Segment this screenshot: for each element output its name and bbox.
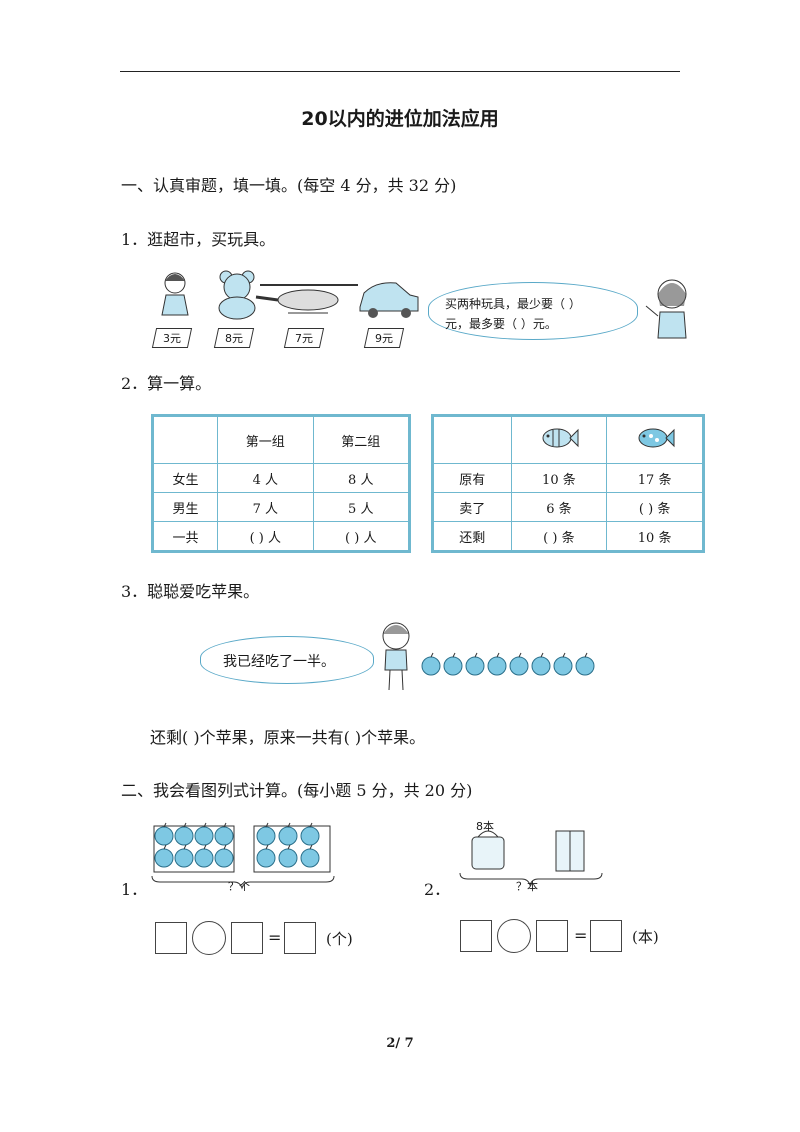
section2-heading: 二、我会看图列式计算。(每小题 5 分，共 20 分) — [121, 781, 473, 800]
q3-question: 还剩( )个苹果，原来一共有( )个苹果。 — [150, 728, 426, 747]
table-row: 第一组 第二组 — [152, 416, 410, 464]
equals-sign: = — [574, 926, 588, 945]
speech-bubble: 买两种玩具，最少要（ ） 元，最多要（ ）元。 — [428, 282, 638, 340]
apple-icon — [194, 844, 214, 868]
toy-car-icon — [359, 282, 419, 318]
brace-label: ？本 — [516, 880, 538, 893]
operator-circle[interactable] — [192, 921, 226, 955]
apple-icon — [487, 652, 507, 676]
doll-icon — [161, 272, 189, 316]
page-number: 2/ 7 — [386, 1036, 414, 1051]
book-count-label: 8本 — [476, 820, 494, 833]
answer-box[interactable] — [284, 922, 316, 954]
section1-heading: 一、认真审题，填一填。(每空 4 分，共 32 分) — [121, 176, 457, 195]
problem2-number: 2． — [424, 880, 451, 899]
apple-icon — [300, 822, 320, 846]
answer-box[interactable] — [231, 922, 263, 954]
page-title: 20以内的进位加法应用 — [301, 108, 499, 130]
operator-circle[interactable] — [497, 919, 531, 953]
table-row: 一共( ) 人( ) 人 — [152, 521, 410, 551]
toys-illustration — [161, 270, 419, 320]
unit-label: (个) — [326, 930, 353, 948]
answer-box[interactable] — [155, 922, 187, 954]
q2-label: 2．算一算。 — [121, 374, 212, 393]
helicopter-icon — [255, 284, 358, 314]
problem1-number: 1． — [121, 880, 148, 899]
boy-icon — [382, 622, 410, 691]
teddy-bear-icon — [218, 270, 256, 320]
apple-icon — [214, 844, 234, 868]
apple-icon — [154, 844, 174, 868]
apple-icon — [278, 822, 298, 846]
apple-icon — [575, 652, 595, 676]
price-tag: 9元 — [363, 328, 405, 348]
apple-icon — [553, 652, 573, 676]
apple-icon — [194, 822, 214, 846]
apple-icon — [531, 652, 551, 676]
apple-icon — [256, 822, 276, 846]
apple-icon — [421, 652, 441, 676]
equals-sign: = — [268, 928, 282, 947]
backpack-icon — [471, 830, 505, 870]
apple-icon — [174, 822, 194, 846]
price-tag: 8元 — [213, 328, 255, 348]
apple-icon — [278, 844, 298, 868]
answer-box[interactable] — [590, 920, 622, 952]
apple-icon — [214, 822, 234, 846]
apple-icon — [300, 844, 320, 868]
apple-icon — [465, 652, 485, 676]
apples-row — [421, 652, 595, 676]
answer-box[interactable] — [536, 920, 568, 952]
apple-icon — [256, 844, 276, 868]
apple-icon — [509, 652, 529, 676]
apple-icon — [443, 652, 463, 676]
header-rule — [120, 71, 680, 72]
q3-label: 3．聪聪爱吃苹果。 — [121, 582, 260, 601]
apple-icon — [174, 844, 194, 868]
q1-label: 1．逛超市，买玩具。 — [121, 230, 276, 249]
apple-icon — [154, 822, 174, 846]
fish-spotted-icon — [638, 428, 675, 448]
girl-icon — [645, 279, 687, 339]
price-tag: 7元 — [283, 328, 325, 348]
table-row — [433, 416, 703, 464]
brace-label: ？个 — [228, 880, 250, 893]
speech-bubble: 我已经吃了一半。 — [200, 636, 374, 684]
book-stack-icon — [555, 830, 585, 872]
apple-groups — [151, 822, 335, 890]
answer-box[interactable] — [460, 920, 492, 952]
fish-striped-icon — [542, 428, 579, 448]
books-illustration — [459, 830, 603, 887]
unit-label: (本) — [632, 928, 659, 946]
price-tag: 3元 — [151, 328, 193, 348]
